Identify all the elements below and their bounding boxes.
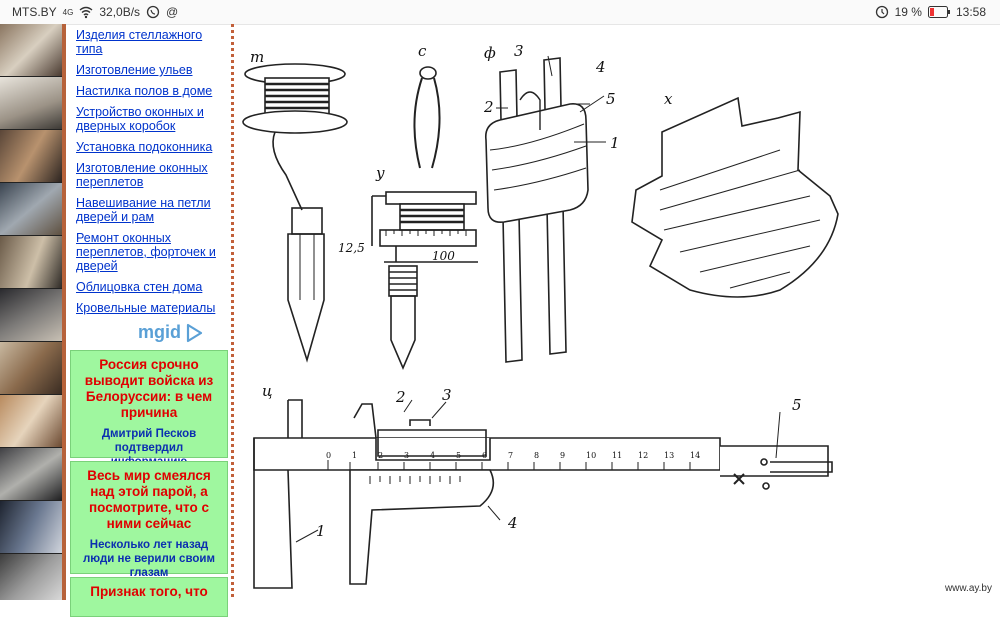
thumbnail[interactable]	[0, 24, 62, 77]
sidebar-link[interactable]: Настилка полов в доме	[76, 84, 213, 98]
caliper-scale-number: 7	[508, 451, 513, 460]
label-t: т	[250, 48, 264, 66]
thumbnail[interactable]	[0, 183, 62, 236]
caliper-scale-number: 3	[404, 451, 409, 460]
plumb-ruler-drawing	[371, 191, 478, 371]
ad-headline: Признак того, что	[90, 584, 208, 599]
thumbnail[interactable]	[0, 77, 62, 130]
label-n4-top: 4	[595, 58, 606, 76]
caliper-scale-number: 12	[638, 451, 648, 460]
caliper-scale-number: 10	[586, 451, 596, 460]
thumbnail[interactable]	[0, 501, 62, 554]
viber-icon	[146, 5, 160, 19]
related-links-list: Изделия стеллажного типа Изготовление ул…	[76, 28, 228, 322]
mgid-logo[interactable]: mgid	[138, 322, 203, 343]
dimension-100: 100	[432, 249, 455, 263]
network-type: 4G	[62, 7, 74, 17]
watermark: www.ay.by	[944, 583, 992, 594]
thumbnail[interactable]	[0, 448, 62, 501]
clock: 13:58	[955, 5, 986, 19]
label-n3-bottom: 3	[442, 386, 452, 404]
sidebar-link[interactable]: Установка подоконника	[76, 140, 213, 154]
label-n4-bottom: 4	[507, 514, 518, 532]
sidebar-link[interactable]: Облицовка стен дома	[76, 280, 203, 294]
label-n5-top: 5	[606, 90, 616, 108]
battery-percent: 19 %	[894, 5, 922, 19]
caliper-scale-number: 13	[664, 451, 674, 460]
label-n3-top: 3	[514, 42, 524, 60]
vernier-caliper-drawing	[253, 399, 833, 589]
caliper-scale-number: 6	[482, 451, 487, 460]
caliper-scale-number: 8	[534, 451, 539, 460]
thumbnail[interactable]	[0, 342, 62, 395]
plumb-bob-spool-drawing	[242, 63, 348, 363]
label-n1-top: 1	[610, 134, 620, 152]
thumbnail[interactable]	[0, 395, 62, 448]
ad-subtitle: Несколько лет назад люди не верили своим…	[83, 539, 215, 579]
ad-headline: Россия срочно выводит войска из Белорусс…	[84, 357, 214, 420]
sidebar-link[interactable]: Изготовление ульев	[76, 63, 193, 77]
marking-gauge-drawing	[484, 57, 589, 363]
caliper-scale-number: 11	[612, 451, 622, 460]
caliper-scale-number: 2	[378, 451, 383, 460]
caliper-scale-number: 0	[326, 451, 331, 460]
tools-drawing: т с ф х у ц 2 3 4 5 1 2 3 5 4 1 12,5 100…	[242, 42, 839, 589]
network-speed: 32,0B/s	[99, 5, 141, 19]
label-n5-bottom: 5	[792, 396, 802, 414]
thumbnail[interactable]	[0, 236, 62, 289]
label-n2-bottom: 2	[395, 388, 406, 406]
content-divider	[231, 24, 234, 600]
carrier-label: MTS.BY	[12, 5, 57, 19]
sidebar-link[interactable]: Ремонт оконных переплетов, форточек и дв…	[76, 231, 216, 273]
sidebar-link[interactable]: Изделия стеллажного типа	[76, 28, 203, 56]
hook-drawing	[413, 66, 441, 169]
sidebar-link[interactable]: Изготовление оконных переплетов	[76, 161, 208, 189]
label-y: у	[375, 164, 385, 182]
label-n1-bottom: 1	[316, 522, 326, 540]
wood-profile-section-drawing	[631, 96, 839, 298]
label-c: с	[418, 42, 427, 60]
status-bar: MTS.BY 4G 32,0B/s @ 19 % 13:58	[0, 0, 1000, 25]
caliper-scale-number: 5	[456, 451, 461, 460]
sidebar-link[interactable]: Кровельные материалы	[76, 301, 216, 315]
label-x: х	[664, 90, 673, 108]
label-n2-top: 2	[483, 98, 494, 116]
label-ts: ц	[262, 382, 272, 400]
sidebar-divider	[62, 24, 66, 600]
data-saver-icon	[875, 5, 888, 19]
ad-card[interactable]: Признак того, что	[70, 577, 228, 617]
thumbnail[interactable]	[0, 130, 62, 183]
play-triangle-icon	[186, 323, 203, 342]
ad-headline: Весь мир смеялся над этой парой, а посмо…	[87, 468, 211, 531]
ad-card[interactable]: Россия срочно выводит войска из Белорусс…	[70, 350, 228, 468]
caliper-scale-number: 14	[690, 451, 700, 460]
sidebar-link[interactable]: Навешивание на петли дверей и рам	[76, 196, 211, 224]
dimension-12-5: 12,5	[338, 241, 365, 255]
caliper-scale-number: 4	[430, 451, 435, 460]
caliper-scale-number: 1	[352, 451, 357, 460]
mail-at-icon: @	[166, 5, 179, 19]
thumbnail[interactable]	[0, 289, 62, 342]
ad-card[interactable]: Весь мир смеялся над этой парой, а посмо…	[70, 461, 228, 579]
label-f: ф	[484, 44, 496, 62]
thumbnail[interactable]	[0, 554, 62, 600]
thumbnail-strip	[0, 24, 62, 600]
battery-icon	[927, 6, 950, 18]
caliper-scale-number: 9	[560, 451, 565, 460]
wifi-icon	[79, 6, 93, 19]
mgid-logo-text: mgid	[138, 322, 181, 342]
sidebar-link[interactable]: Устройство оконных и дверных коробок	[76, 105, 204, 133]
